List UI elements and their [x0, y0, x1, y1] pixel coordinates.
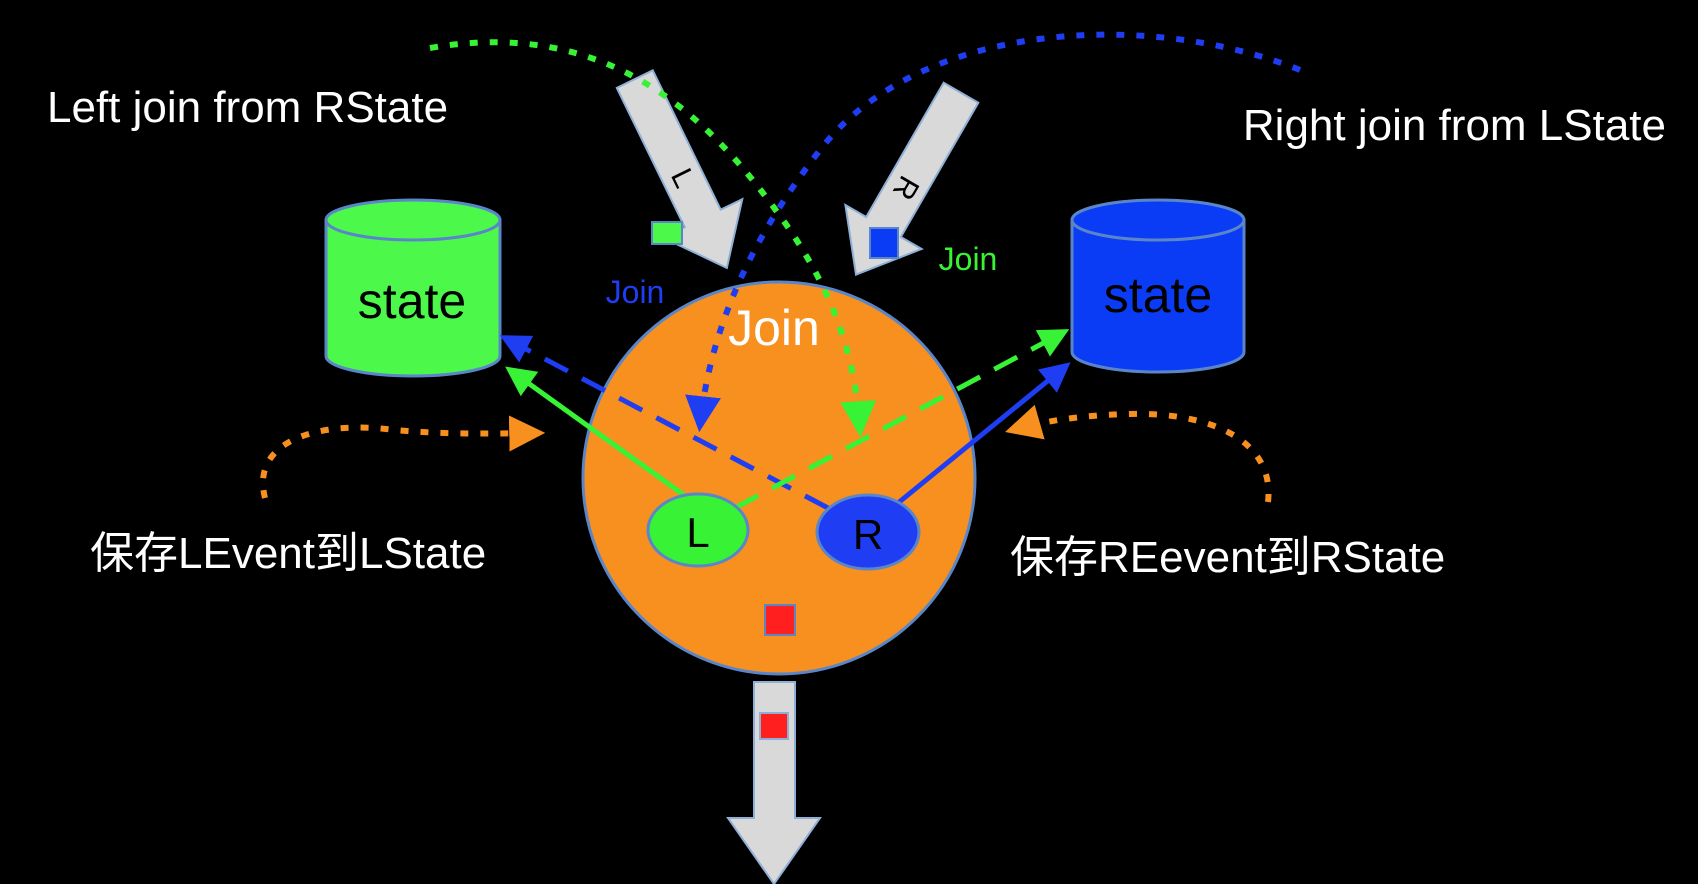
- left-input-arrow: L: [615, 69, 744, 270]
- right-state-cylinder: [1070, 198, 1246, 374]
- right-input-arrow: R: [844, 81, 980, 276]
- left-join-tag: Join: [606, 274, 665, 310]
- right-node-label: R: [853, 511, 883, 558]
- left-state-cylinder: [324, 198, 502, 378]
- join-node: [581, 280, 977, 676]
- join-node-label: Join: [728, 300, 820, 356]
- left-event-square: [651, 221, 683, 245]
- right-save-arrow: [896, 362, 1071, 505]
- join-event-square: [764, 604, 796, 636]
- right-state-label: state: [1104, 267, 1212, 323]
- left-save-loop: [260, 415, 546, 499]
- right-save-loop: [1005, 404, 1272, 503]
- left-node-label: L: [686, 509, 709, 556]
- left-node: [646, 492, 750, 568]
- right-join-tag: Join: [939, 241, 998, 277]
- output-event-square: [759, 712, 789, 740]
- left-state-label: state: [358, 273, 466, 329]
- left-lookup-arrow: [733, 329, 1070, 511]
- left-join-title: Left join from RState: [47, 83, 448, 132]
- left-save-arrow: [505, 366, 704, 511]
- right-event-square: [869, 227, 899, 259]
- output-arrow: [726, 681, 822, 884]
- right-node: [815, 493, 921, 571]
- right-join-title: Right join from LState: [1243, 101, 1666, 150]
- save-right-caption: 保存REevent到RState: [1010, 533, 1445, 582]
- right-lookup-arrow: [499, 335, 830, 511]
- save-left-caption: 保存LEvent到LState: [90, 529, 486, 578]
- right-join-curve: [685, 31, 1302, 433]
